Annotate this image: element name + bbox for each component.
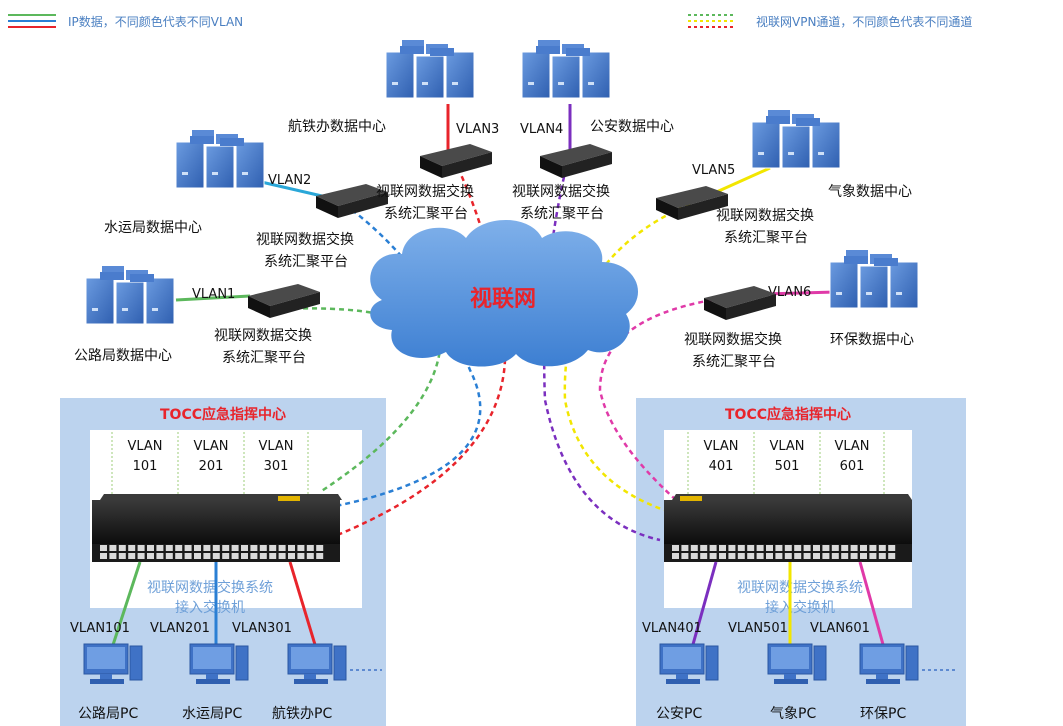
pc-hangtie-label: 航铁办PC (272, 706, 332, 722)
svg-text:系统汇聚平台: 系统汇聚平台 (264, 254, 348, 270)
tocc-right-vlan-dividers (687, 432, 885, 500)
svg-text:系统汇聚平台: 系统汇聚平台 (222, 350, 306, 366)
svg-text:视联网数据交换系统: 视联网数据交换系统 (147, 579, 273, 596)
platform-box-gonglu (248, 284, 320, 318)
svg-text:接入交换机: 接入交换机 (175, 599, 245, 616)
svg-text:视联网数据交换系统: 视联网数据交换系统 (737, 579, 863, 596)
pc-vlan-101: VLAN101 (70, 621, 130, 636)
tocc-left-col-3: VLAN 301 (258, 439, 293, 474)
tocc-left-switch (92, 494, 342, 562)
platform-label-hangtie: 视联网数据交换 系统汇聚平台 (376, 183, 474, 222)
vpn-magenta (598, 298, 713, 501)
svg-text:视联网数据交换: 视联网数据交换 (256, 231, 354, 248)
server-huanbao-icon (829, 249, 919, 309)
legend-ip-lines (8, 14, 56, 28)
pc-vlan-301: VLAN301 (232, 621, 292, 636)
platform-box-hangtie (420, 144, 492, 178)
tocc-right-pc-links (690, 561, 886, 649)
cloud-label: 视联网 (470, 286, 536, 312)
center-qixiang-label: 气象数据中心 (828, 184, 912, 200)
vlan3-label: VLAN3 (456, 122, 499, 137)
platform-label-huanbao: 视联网数据交换 系统汇聚平台 (684, 331, 782, 370)
vlan1-label: VLAN1 (192, 287, 235, 302)
pc-shuiyun-label: 水运局PC (182, 706, 242, 722)
svg-text:301: 301 (264, 459, 289, 474)
pc-huanbao-label: 环保PC (860, 706, 906, 722)
platform-label-qixiang: 视联网数据交换 系统汇聚平台 (716, 207, 814, 246)
tocc-left-pc-links (110, 561, 318, 649)
tocc-right-title: TOCC应急指挥中心 (725, 406, 851, 423)
tocc-left-col-2: VLAN 201 (193, 439, 228, 474)
tocc-right-switch-ports (672, 545, 896, 559)
vlan6-label: VLAN6 (768, 285, 811, 300)
svg-text:视联网数据交换: 视联网数据交换 (716, 207, 814, 224)
svg-text:视联网数据交换: 视联网数据交换 (214, 327, 312, 344)
platform-label-shuiyun: 视联网数据交换 系统汇聚平台 (256, 231, 354, 270)
pc-vlan-501: VLAN501 (728, 621, 788, 636)
legend-vpn-lines (688, 14, 736, 28)
tocc-left-title: TOCC应急指挥中心 (160, 406, 286, 423)
pc-gonglu-label: 公路局PC (78, 706, 138, 722)
platform-box-gongan (540, 144, 612, 178)
svg-text:接入交换机: 接入交换机 (765, 599, 835, 616)
svg-text:501: 501 (775, 459, 800, 474)
center-huanbao-label: 环保数据中心 (830, 332, 914, 348)
svg-text:系统汇聚平台: 系统汇聚平台 (384, 206, 468, 222)
svg-text:VLAN: VLAN (127, 439, 162, 454)
platform-label-gonglu: 视联网数据交换 系统汇聚平台 (214, 327, 312, 366)
center-hangtie-label: 航铁办数据中心 (288, 119, 386, 135)
legend-ip-text: IP数据，不同颜色代表不同VLAN (68, 14, 243, 29)
pc-vlan-601: VLAN601 (810, 621, 870, 636)
vpn-purple (542, 167, 661, 542)
link-vlan5 (711, 166, 771, 196)
center-gonglu-label: 公路局数据中心 (74, 348, 172, 364)
svg-text:视联网数据交换: 视联网数据交换 (512, 183, 610, 200)
vpn-yellow (563, 202, 691, 512)
tocc-right-switch-label: 视联网数据交换系统 接入交换机 (737, 579, 863, 616)
svg-text:VLAN: VLAN (703, 439, 738, 454)
svg-text:VLAN: VLAN (769, 439, 804, 454)
vlan2-label: VLAN2 (268, 173, 311, 188)
svg-text:VLAN: VLAN (258, 439, 293, 454)
tocc-left-col-1: VLAN 101 (127, 439, 162, 474)
tocc-right-col-3: VLAN 601 (834, 439, 869, 474)
link-vlan1 (175, 294, 251, 302)
svg-text:101: 101 (133, 459, 158, 474)
pc-gongan-label: 公安PC (656, 706, 702, 722)
server-gongan-icon (521, 39, 611, 99)
pc-vlan-401: VLAN401 (642, 621, 702, 636)
svg-text:系统汇聚平台: 系统汇聚平台 (724, 230, 808, 246)
center-shuiyun-label: 水运局数据中心 (104, 220, 202, 236)
cloud: 视联网 (370, 220, 639, 367)
pc-qixiang-label: 气象PC (770, 706, 816, 722)
svg-text:视联网数据交换: 视联网数据交换 (376, 183, 474, 200)
vlan5-label: VLAN5 (692, 163, 735, 178)
platform-box-huanbao (704, 286, 776, 320)
svg-text:VLAN: VLAN (834, 439, 869, 454)
legend: IP数据，不同颜色代表不同VLAN 视联网VPN通道，不同颜色代表不同通道 (8, 14, 972, 29)
svg-text:VLAN: VLAN (193, 439, 228, 454)
server-hangtie-icon (385, 39, 475, 99)
tocc-left-vlan-dividers (111, 432, 309, 500)
vlan4-label: VLAN4 (520, 122, 563, 137)
tocc-left-switch-label: 视联网数据交换系统 接入交换机 (147, 579, 273, 616)
svg-text:601: 601 (840, 459, 865, 474)
server-qixiang-icon (751, 109, 841, 169)
pc-vlan-201: VLAN201 (150, 621, 210, 636)
tocc-right-col-2: VLAN 501 (769, 439, 804, 474)
svg-text:201: 201 (199, 459, 224, 474)
server-shuiyun-icon (175, 129, 265, 189)
center-gongan-label: 公安数据中心 (590, 119, 674, 135)
legend-vpn-text: 视联网VPN通道，不同颜色代表不同通道 (756, 14, 972, 29)
server-gonglu-icon (85, 265, 175, 325)
tocc-right-switch (664, 494, 912, 562)
svg-text:401: 401 (709, 459, 734, 474)
svg-text:视联网数据交换: 视联网数据交换 (684, 331, 782, 348)
tocc-left-switch-ports (100, 545, 324, 559)
platform-label-gongan: 视联网数据交换 系统汇聚平台 (512, 183, 610, 222)
svg-text:系统汇聚平台: 系统汇聚平台 (692, 354, 776, 370)
tocc-right-col-1: VLAN 401 (703, 439, 738, 474)
svg-text:系统汇聚平台: 系统汇聚平台 (520, 206, 604, 222)
link-vlan6 (763, 290, 837, 296)
